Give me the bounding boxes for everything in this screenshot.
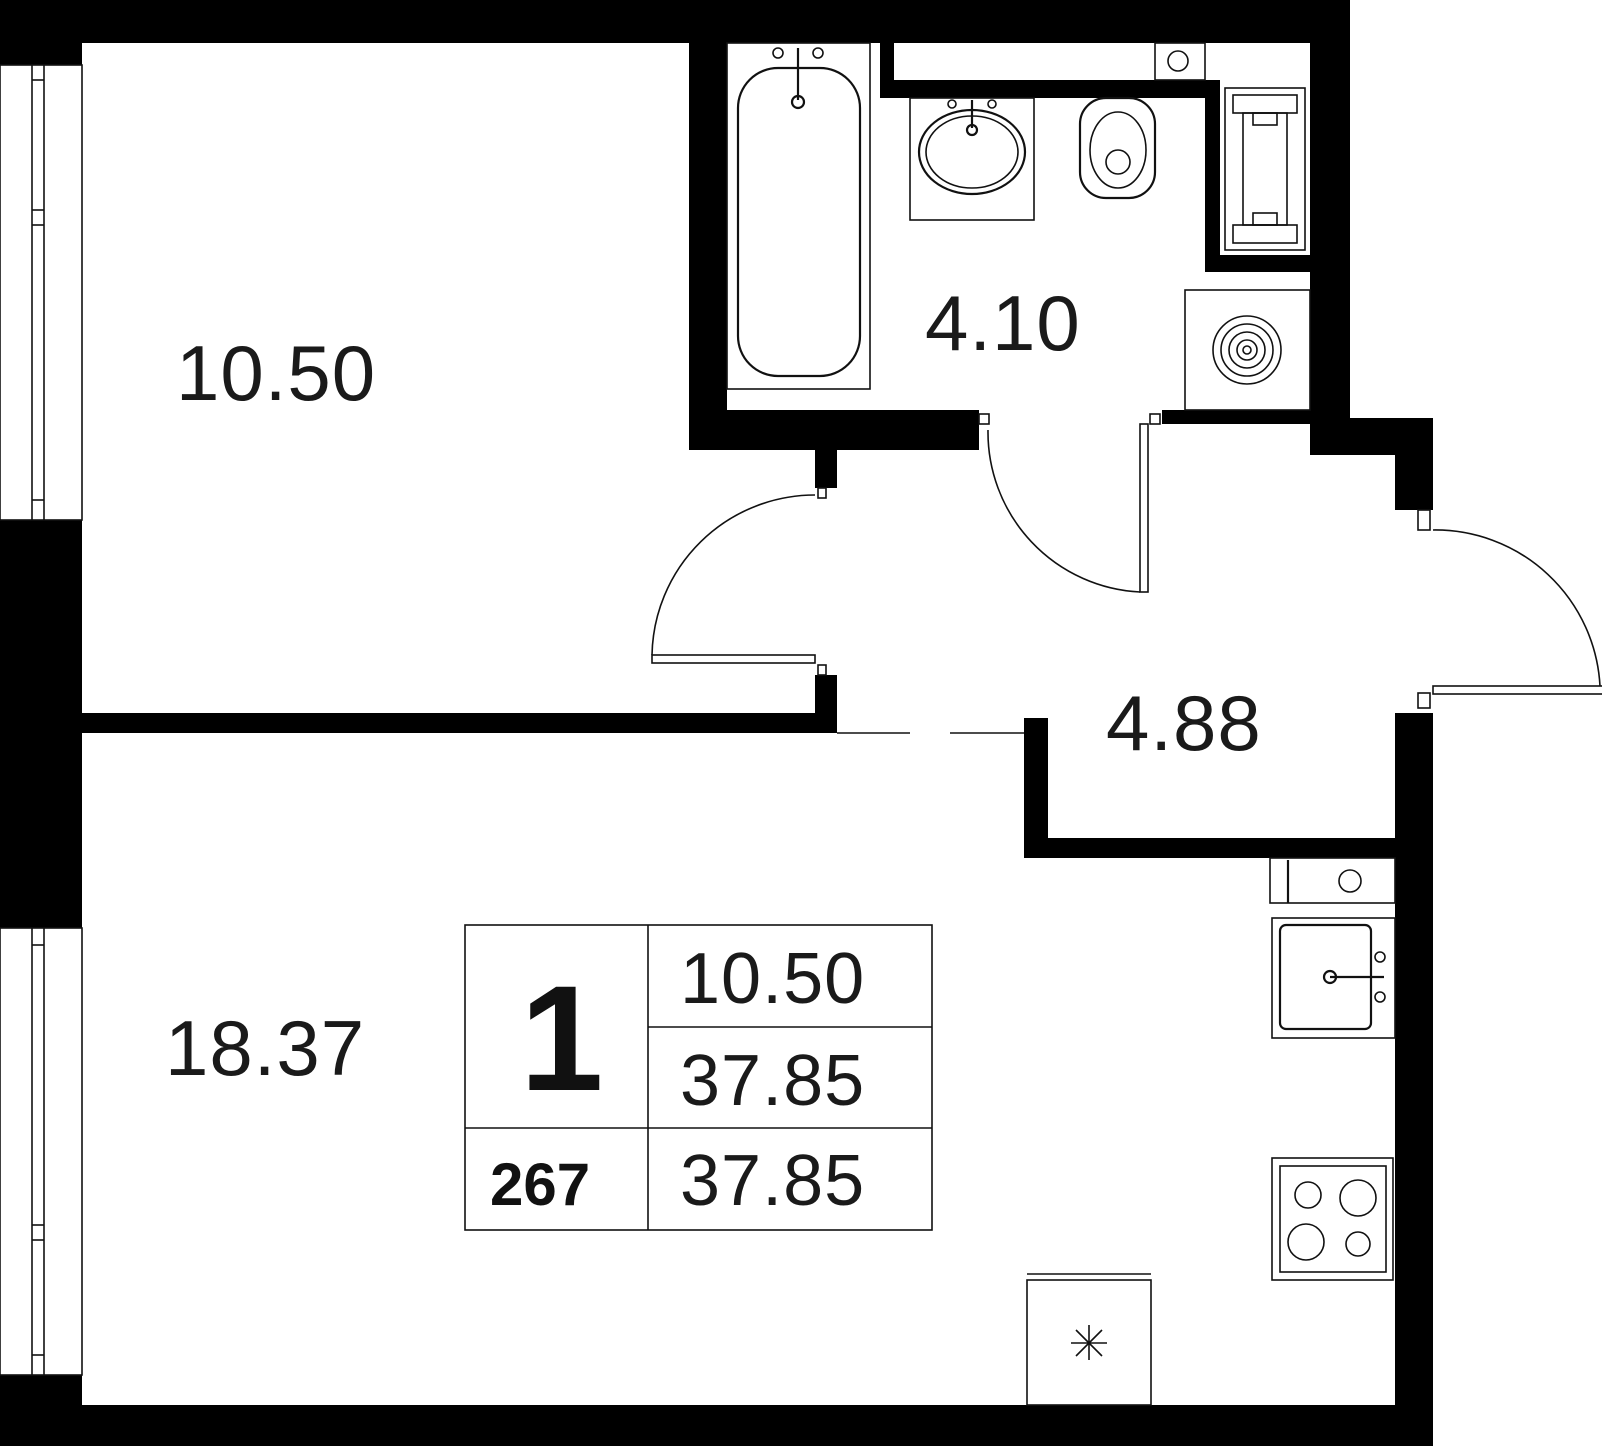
- window-icon: [0, 927, 83, 1376]
- room-area-kitchen-living: 18.37: [165, 1004, 365, 1092]
- door-icon: [1417, 509, 1602, 709]
- fridge-icon: [1026, 1273, 1152, 1406]
- toilet-icon: [1078, 42, 1206, 200]
- apartment-number: 267: [490, 1151, 590, 1218]
- room-area-bathroom: 4.10: [925, 279, 1081, 367]
- door-icon: [651, 487, 827, 676]
- kitchen-sink-icon: [1269, 857, 1396, 1039]
- info-value-2: 37.85: [680, 1041, 865, 1121]
- washer-icon: [1224, 87, 1306, 251]
- apartment-info-table: 1 267 10.50 37.85 37.85: [464, 924, 933, 1231]
- door-icon: [978, 413, 1161, 593]
- room-area-hallway: 4.88: [1106, 679, 1262, 767]
- rooms-count: 1: [520, 954, 603, 1122]
- walls: [0, 0, 1433, 1446]
- window-icon: [0, 64, 83, 521]
- info-value-1: 10.50: [680, 939, 865, 1019]
- sink-icon: [909, 97, 1035, 221]
- room-area-bedroom: 10.50: [176, 329, 376, 417]
- info-value-3: 37.85: [680, 1141, 865, 1221]
- stove-icon: [1271, 1157, 1394, 1281]
- boiler-icon: [1184, 289, 1311, 411]
- bathtub-icon: [726, 42, 871, 390]
